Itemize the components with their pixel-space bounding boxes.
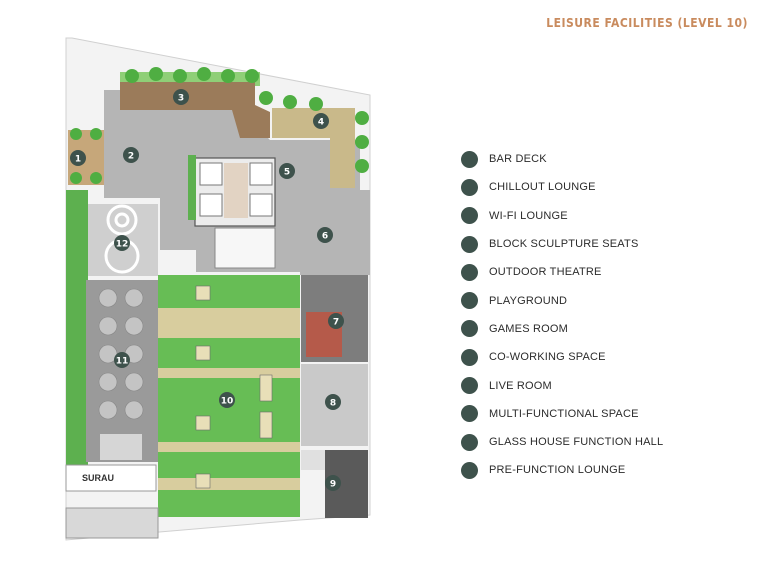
- marker-9: 9: [325, 475, 341, 491]
- svg-text:1: 1: [75, 155, 81, 165]
- deck-strip-1: [158, 308, 300, 338]
- marker-7: 7: [328, 313, 344, 329]
- wifi-lounge-area: [120, 82, 270, 138]
- legend-dot-icon: [461, 150, 478, 168]
- svg-text:4: 4: [318, 118, 324, 128]
- sculpture-seats-strip: [330, 108, 355, 188]
- legend-dot-icon: [461, 207, 478, 225]
- svg-text:6: 6: [322, 232, 328, 242]
- legend-item: CO-WORKING SPACE: [461, 343, 663, 371]
- deck-strip-3: [158, 442, 300, 452]
- svg-text:10: 10: [221, 397, 234, 407]
- core-planter: [188, 155, 196, 220]
- deck-strip-2: [158, 368, 300, 378]
- surau-label: SURAU: [82, 473, 114, 483]
- legend-dot-icon: [461, 263, 478, 281]
- page-title: LEISURE FACILITIES (LEVEL 10): [546, 16, 748, 30]
- legend-item: MULTI-FUNCTIONAL SPACE: [461, 400, 663, 428]
- map-markers: 1 2 3 4 5 6 7 8 9 10 11 12: [70, 89, 344, 491]
- legend-dot-icon: [461, 235, 478, 253]
- legend-item: GAMES ROOM: [461, 315, 663, 343]
- stair: [214, 227, 276, 269]
- toilets: [65, 507, 159, 539]
- marker-5: 5: [279, 163, 295, 179]
- side-lawn: [66, 190, 88, 465]
- legend-dot-icon: [461, 292, 478, 310]
- legend-dot-icon: [461, 348, 478, 366]
- legend-item: OUTDOOR THEATRE: [461, 258, 663, 286]
- svg-text:9: 9: [330, 480, 336, 490]
- legend-item: BAR DECK: [461, 145, 663, 173]
- legend-dot-icon: [461, 405, 478, 423]
- legend-item: WI-FI LOUNGE: [461, 202, 663, 230]
- lift-4: [249, 193, 273, 217]
- legend-dot-icon: [461, 377, 478, 395]
- legend-dot-icon: [461, 461, 478, 479]
- svg-text:12: 12: [116, 240, 129, 250]
- svg-text:7: 7: [333, 318, 339, 328]
- svg-text:3: 3: [178, 94, 184, 104]
- glass-house-hall: [86, 280, 158, 462]
- lift-2: [199, 193, 223, 217]
- lift-1: [199, 162, 223, 186]
- facilities-legend: BAR DECK CHILLOUT LOUNGE WI-FI LOUNGE BL…: [461, 145, 663, 485]
- deck-strip-4: [158, 478, 300, 490]
- marker-3: 3: [173, 89, 189, 105]
- marker-10: 10: [219, 392, 235, 408]
- marker-12: 12: [114, 235, 130, 251]
- legend-item: LIVE ROOM: [461, 371, 663, 399]
- marker-4: 4: [313, 113, 329, 129]
- legend-item: PRE-FUNCTION LOUNGE: [461, 456, 663, 484]
- marker-1: 1: [70, 150, 86, 166]
- surau-room: [65, 464, 157, 492]
- marker-8: 8: [325, 394, 341, 410]
- marker-2: 2: [123, 147, 139, 163]
- svg-text:2: 2: [128, 152, 134, 162]
- legend-dot-icon: [461, 320, 478, 338]
- legend-item: PLAYGROUND: [461, 286, 663, 314]
- svg-text:8: 8: [330, 399, 336, 409]
- legend-dot-icon: [461, 433, 478, 451]
- lift-3: [249, 162, 273, 186]
- marker-6: 6: [317, 227, 333, 243]
- floor-plan-map: SURAU 1 2 3 4 5 6 7 8 9 10 11 12: [65, 37, 371, 541]
- legend-dot-icon: [461, 178, 478, 196]
- lobby-tiles: [224, 163, 248, 218]
- legend-item: CHILLOUT LOUNGE: [461, 173, 663, 201]
- legend-item: GLASS HOUSE FUNCTION HALL: [461, 428, 663, 456]
- trees: [70, 67, 369, 184]
- svg-text:5: 5: [284, 168, 290, 178]
- svg-text:11: 11: [116, 357, 129, 367]
- marker-11: 11: [114, 352, 130, 368]
- legend-item: BLOCK SCULPTURE SEATS: [461, 230, 663, 258]
